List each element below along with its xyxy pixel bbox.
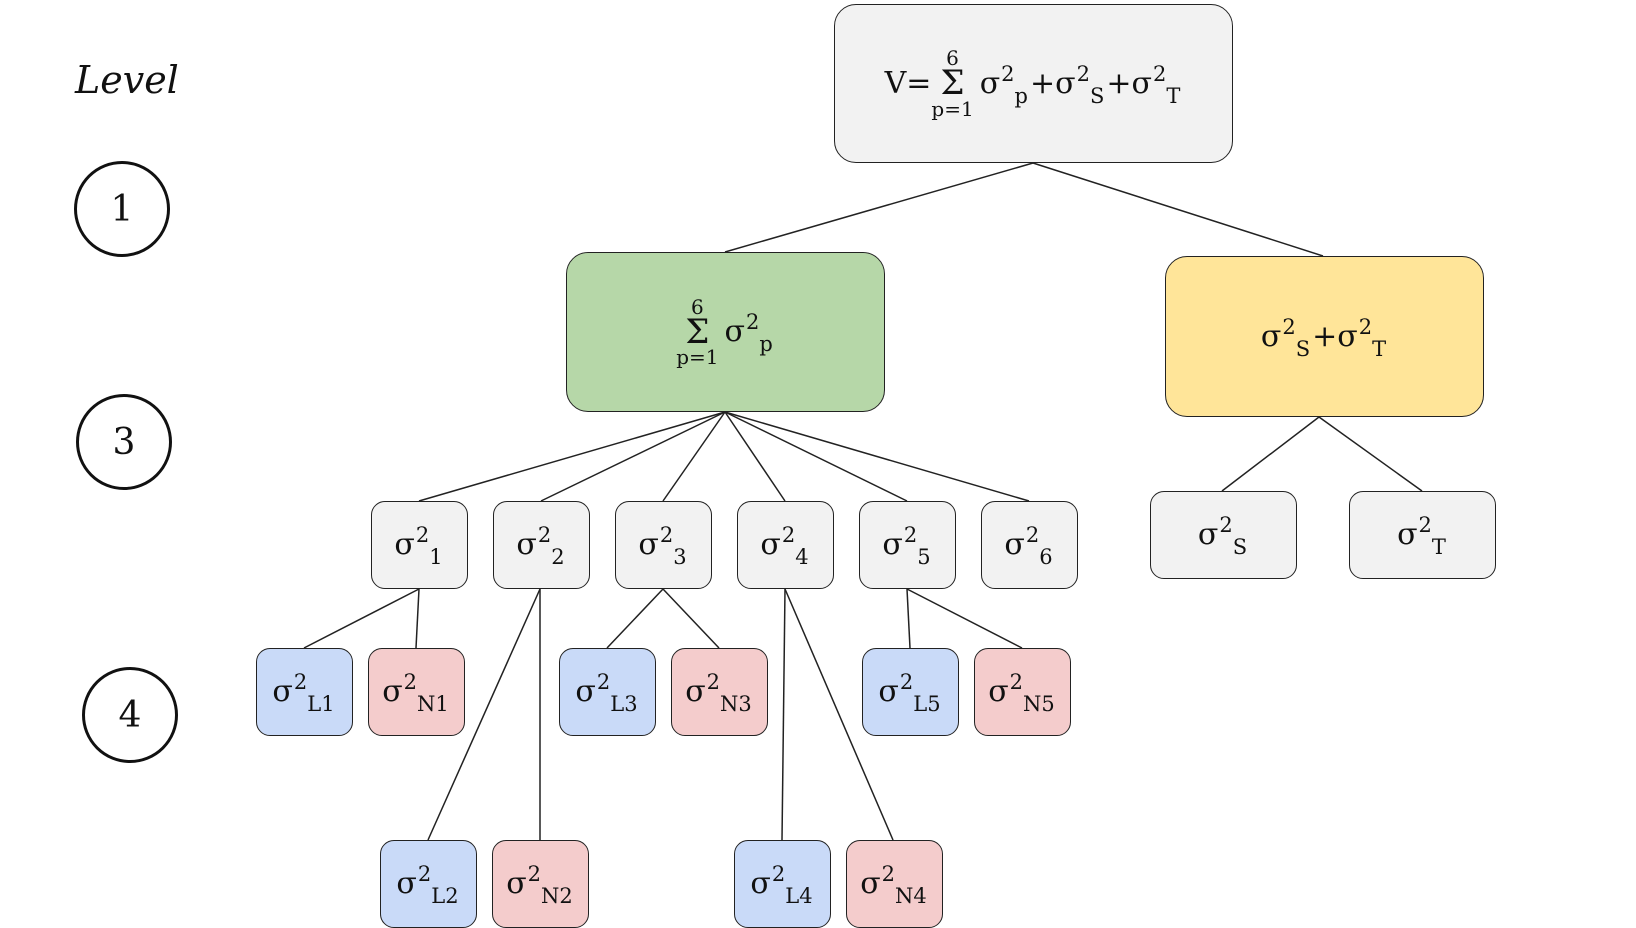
leaf-node-l1: σ2L1 xyxy=(256,648,353,736)
root-sum-symbol: Σ xyxy=(940,63,965,104)
edge-p1-n1 xyxy=(415,588,420,649)
edge-p4-n4 xyxy=(784,588,894,841)
edge-green-p1 xyxy=(418,411,726,502)
yellow-plus: + xyxy=(1312,318,1338,354)
level-3-label: 3 xyxy=(112,421,136,463)
green-sum-upper: 6 xyxy=(690,294,704,319)
s-t-sum-node: σ2S + σ2T xyxy=(1165,256,1484,417)
edge-green-p4 xyxy=(724,411,786,502)
level-3-circle: 3 xyxy=(76,394,172,490)
green-sum-lower: p=1 xyxy=(676,345,719,370)
edge-root-yellow xyxy=(1032,162,1324,257)
yellow-sigma-t: σ2T xyxy=(1337,314,1387,361)
edge-green-p5 xyxy=(724,411,908,502)
green-sum-symbol: Σ xyxy=(685,311,710,352)
edge-p5-n5 xyxy=(906,588,1023,649)
leaf-node-n2: σ2N2 xyxy=(492,840,589,928)
yellow-sigma-s: σ2S xyxy=(1260,314,1311,361)
root-plus-2: + xyxy=(1106,65,1132,101)
green-sigma-p: σ2p xyxy=(724,310,773,356)
edge-green-p6 xyxy=(724,411,1030,502)
edge-yellow-s xyxy=(1221,416,1320,492)
process-sum-node: 6 Σ p=1 σ2p xyxy=(566,252,885,412)
edge-p1-l1 xyxy=(303,588,420,649)
root-sigma-t: σ2T xyxy=(1131,61,1181,108)
level-4-label: 4 xyxy=(118,694,142,736)
edge-root-green xyxy=(724,162,1034,253)
edge-yellow-t xyxy=(1318,416,1423,492)
process-node-5: σ25 xyxy=(859,501,956,589)
process-node-1: σ21 xyxy=(371,501,468,589)
leaf-node-l3: σ2L3 xyxy=(559,648,656,736)
edge-p2-l2 xyxy=(427,588,541,841)
leaf-node-n4: σ2N4 xyxy=(846,840,943,928)
level-4-circle: 4 xyxy=(82,667,178,763)
root-sum-upper: 6 xyxy=(946,46,959,71)
green-sum: 6 Σ p=1 xyxy=(676,297,718,368)
root-sigma-s: σ2S xyxy=(1055,61,1105,108)
process-node-2: σ22 xyxy=(493,501,590,589)
leaf-node-n3: σ2N3 xyxy=(671,648,768,736)
level-title: Level xyxy=(75,58,179,102)
t-node: σ2T xyxy=(1349,491,1496,579)
root-sigma-p: σ2p xyxy=(979,61,1028,108)
level-1-label: 1 xyxy=(110,188,134,230)
root-plus-1: + xyxy=(1030,65,1056,101)
leaf-node-l2: σ2L2 xyxy=(380,840,477,928)
process-node-4: σ24 xyxy=(737,501,834,589)
leaf-node-n5: σ2N5 xyxy=(974,648,1071,736)
root-sum: 6 Σ p=1 xyxy=(931,48,973,119)
root-v-prefix: V= xyxy=(884,65,932,101)
edge-green-p3 xyxy=(662,411,726,502)
root-sum-lower: p=1 xyxy=(931,96,974,121)
root-node-total-variance: V= 6 Σ p=1 σ2p + σ2S + σ2T xyxy=(834,4,1233,163)
edge-p4-l4 xyxy=(781,588,786,841)
edge-p3-l3 xyxy=(606,588,664,649)
level-1-circle: 1 xyxy=(74,161,170,257)
leaf-node-l4: σ2L4 xyxy=(734,840,831,928)
leaf-node-l5: σ2L5 xyxy=(862,648,959,736)
leaf-node-n1: σ2N1 xyxy=(368,648,465,736)
edge-p5-l5 xyxy=(906,588,911,649)
s-node: σ2S xyxy=(1150,491,1297,579)
process-node-6: σ26 xyxy=(981,501,1078,589)
process-node-3: σ23 xyxy=(615,501,712,589)
edge-p3-n3 xyxy=(662,588,720,649)
edge-green-p2 xyxy=(540,411,726,502)
